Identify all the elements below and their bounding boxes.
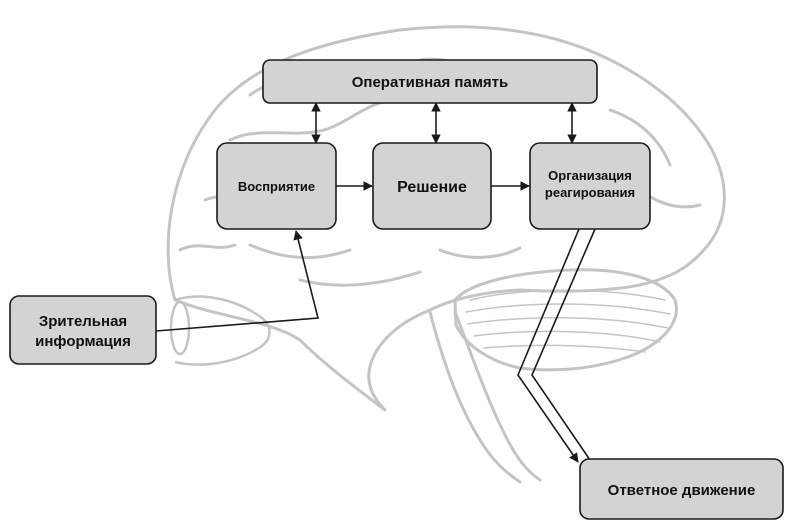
label-response-org-line2: реагирования bbox=[545, 185, 635, 200]
cerebellum-folds bbox=[465, 289, 671, 353]
arrow-visual-to-perception bbox=[155, 230, 320, 332]
box-visual-information: Зрительная информация bbox=[9, 295, 157, 365]
arrows bbox=[155, 102, 596, 463]
box-working-memory: Оперативная память bbox=[262, 59, 598, 104]
box-decision: Решение bbox=[372, 142, 492, 230]
label-decision: Решение bbox=[397, 179, 467, 196]
brainstem-outline bbox=[453, 310, 542, 482]
label-response-org-line1: Организация bbox=[548, 168, 632, 183]
brainstem-outline-2 bbox=[428, 310, 522, 484]
brain-outline bbox=[166, 25, 726, 412]
eye-ball-outline bbox=[174, 295, 271, 366]
label-visual-info-line2: информация bbox=[35, 333, 131, 350]
cerebellum-outline bbox=[453, 268, 678, 372]
box-perception: Восприятие bbox=[216, 142, 337, 230]
arrow-response-to-movement-2 bbox=[531, 228, 596, 461]
box-response-organization: Организация реагирования bbox=[529, 142, 651, 230]
label-perception: Восприятие bbox=[238, 179, 315, 194]
eye-illustration bbox=[169, 295, 271, 366]
label-response-movement: Ответное движение bbox=[608, 482, 756, 499]
box-response-movement: Ответное движение bbox=[579, 458, 784, 520]
label-visual-info-line1: Зрительная bbox=[39, 313, 127, 330]
label-working-memory: Оперативная память bbox=[352, 74, 509, 91]
arrow-response-to-movement-1 bbox=[517, 228, 580, 463]
